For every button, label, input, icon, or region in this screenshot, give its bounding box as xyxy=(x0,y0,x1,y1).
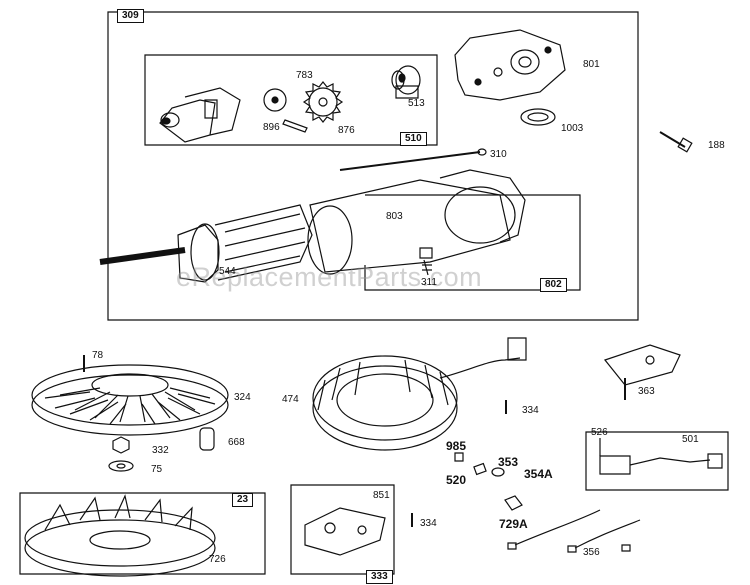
part-356: 356 xyxy=(583,547,600,558)
clip-729a xyxy=(505,496,522,510)
part-985: 985 xyxy=(446,439,467,453)
part-188: 188 xyxy=(708,140,725,151)
part-334-top: 334 xyxy=(522,405,539,416)
part-520: 520 xyxy=(446,473,467,487)
nut-354a xyxy=(492,468,504,476)
washer-896 xyxy=(264,89,286,111)
bracket-353 xyxy=(474,464,486,475)
part-801: 801 xyxy=(583,59,600,70)
group-333-frame xyxy=(291,485,394,574)
brush-311 xyxy=(420,248,432,258)
part-310: 310 xyxy=(490,149,507,160)
group-tag-802: 802 xyxy=(540,278,567,292)
bolt-188 xyxy=(660,132,692,152)
part-544: 544 xyxy=(219,266,236,277)
bracket-851 xyxy=(305,508,385,555)
drive-assembly xyxy=(160,88,240,142)
group-tag-333: 333 xyxy=(366,570,393,584)
part-1003: 1003 xyxy=(561,123,584,134)
part-729a: 729A xyxy=(499,517,528,531)
seal-1003 xyxy=(521,109,555,125)
part-75: 75 xyxy=(151,464,163,475)
part-513: 513 xyxy=(408,98,425,109)
armature-544 xyxy=(100,205,312,282)
group-tag-510: 510 xyxy=(400,132,427,146)
clutch-513 xyxy=(392,66,420,98)
part-726: 726 xyxy=(209,554,226,565)
screen-324 xyxy=(32,365,228,435)
gear-783 xyxy=(304,82,342,122)
clip-985 xyxy=(455,453,463,461)
part-334-bottom: 334 xyxy=(420,518,437,529)
part-896: 896 xyxy=(263,122,280,133)
part-783: 783 xyxy=(296,70,313,81)
stator-474 xyxy=(313,338,526,450)
part-354a: 354A xyxy=(524,467,553,481)
part-324: 324 xyxy=(234,392,251,403)
washer-75 xyxy=(109,461,133,471)
part-332: 332 xyxy=(152,445,169,456)
part-803: 803 xyxy=(386,211,403,222)
part-501: 501 xyxy=(682,434,699,445)
part-876: 876 xyxy=(338,125,355,136)
pin-668 xyxy=(200,428,214,450)
rectifier-501 xyxy=(586,432,728,490)
terminal-363 xyxy=(605,345,680,400)
end-cap-801 xyxy=(455,30,565,100)
nut-332 xyxy=(113,437,129,453)
part-474: 474 xyxy=(282,394,299,405)
group-tag-23: 23 xyxy=(232,493,254,507)
part-526: 526 xyxy=(591,427,608,438)
part-668: 668 xyxy=(228,437,245,448)
group-23-frame xyxy=(20,493,265,574)
watermark: eReplacementParts.com xyxy=(176,262,483,292)
part-311: 311 xyxy=(421,277,437,288)
part-851: 851 xyxy=(373,490,390,501)
group-309-frame xyxy=(108,12,638,320)
part-353: 353 xyxy=(498,455,519,469)
wire-356 xyxy=(508,510,640,552)
through-bolt-310 xyxy=(340,152,480,170)
pin-896 xyxy=(283,120,307,132)
part-363: 363 xyxy=(638,386,655,397)
group-802-frame xyxy=(365,195,580,290)
group-510-frame xyxy=(145,55,437,145)
part-78: 78 xyxy=(92,350,104,361)
housing-803 xyxy=(308,170,525,274)
flywheel-726 xyxy=(25,496,215,576)
group-tag-309: 309 xyxy=(117,9,144,23)
